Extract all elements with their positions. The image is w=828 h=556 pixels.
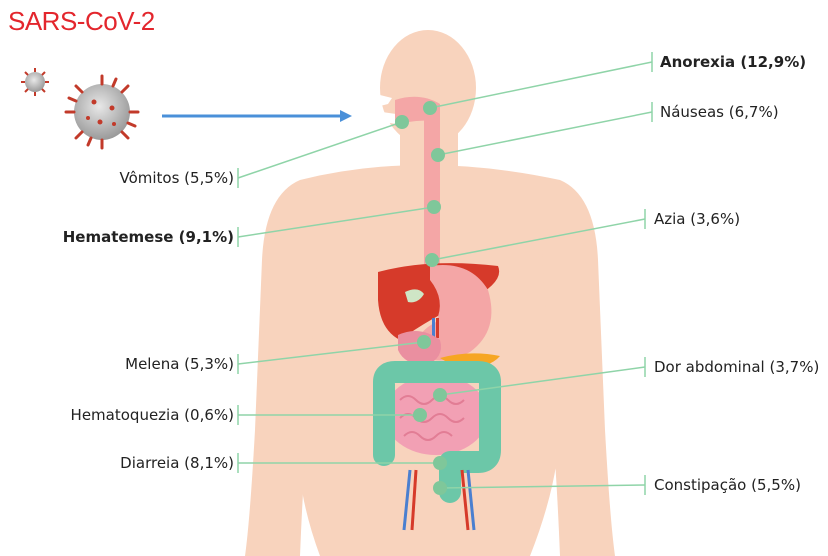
marker-constipacao [433,481,447,495]
vessel-red [436,318,439,338]
label-anorexia: Anorexia (12,9%) [660,53,806,71]
marker-hematoquezia [413,408,427,422]
mouth-notch [382,112,396,124]
label-azia: Azia (3,6%) [654,210,740,228]
marker-hematemese [427,200,441,214]
marker-anorexia [423,101,437,115]
label-hematemese: Hematemese (9,1%) [63,228,234,246]
marker-diarreia [433,456,447,470]
marker-azia [425,253,439,267]
marker-dor-abdominal [433,388,447,402]
marker-melena [417,335,431,349]
virus-icon-small [21,68,49,96]
marker-nauseas [431,148,445,162]
label-dor-abdominal: Dor abdominal (3,7%) [654,358,819,376]
marker-vomitos [395,115,409,129]
label-constipacao: Constipação (5,5%) [654,476,801,494]
vessel-blue [432,318,435,338]
label-nauseas: Náuseas (6,7%) [660,103,779,121]
label-melena: Melena (5,3%) [125,355,234,373]
virus-icon-large [66,76,138,148]
infection-arrow [162,110,352,122]
label-vomitos: Vômitos (5,5%) [119,169,234,187]
label-hematoquezia: Hematoquezia (0,6%) [71,406,234,424]
label-diarreia: Diarreia (8,1%) [120,454,234,472]
esophagus [424,110,440,270]
